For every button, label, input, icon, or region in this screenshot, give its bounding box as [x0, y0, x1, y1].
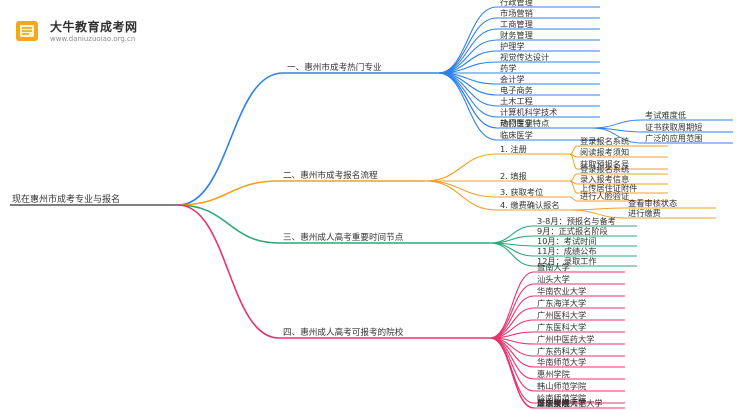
child-link	[424, 153, 498, 182]
child-label: 汕头大学	[537, 274, 570, 284]
grandchild-label: 上传居住证附件	[580, 183, 637, 193]
site-logo: 大牛教育成考网 www.daniuzuoiao.org.cn	[14, 16, 254, 50]
child-label: 12月：录取工作	[537, 256, 597, 266]
child-label: 护理学	[500, 41, 525, 51]
grandchild-label: 登录报名系统	[580, 164, 629, 174]
child-label: 广东海洋大学	[537, 298, 586, 308]
grandchild-link	[591, 127, 643, 144]
child-label: 视觉传达设计	[500, 52, 549, 62]
grandchild-link	[569, 209, 626, 219]
child-link	[424, 180, 498, 211]
child-label: 岭南师范学院	[537, 393, 586, 403]
child-label: 4. 缴费确认报名	[500, 200, 560, 210]
child-link	[489, 242, 535, 267]
logo-title: 大牛教育成考网	[50, 20, 138, 34]
child-label: 10月：考试时间	[537, 236, 597, 246]
child-link	[489, 271, 535, 339]
child-link	[489, 337, 535, 392]
child-label: 行政管理	[500, 0, 533, 7]
grandchild-label: 考试难度低	[645, 110, 686, 120]
child-label: 广东药科大学	[537, 346, 586, 356]
child-label: 动物医学	[500, 118, 533, 128]
logo-url: www.daniuzuoiao.org.cn	[50, 35, 136, 43]
child-link	[489, 307, 535, 339]
grandchild-label: 获取预报名号	[580, 159, 629, 169]
child-label: 临床医学	[500, 130, 533, 140]
child-link	[437, 72, 498, 118]
grandchild-label: 进行缴费	[628, 208, 661, 218]
branch-label: 四、惠州成人高考可报考的院校	[283, 326, 404, 338]
child-label: 3-8月：预报名与备考	[537, 216, 616, 226]
grandchild-link	[569, 173, 578, 182]
child-link	[437, 72, 498, 129]
root-label: 现在惠州市成考专业与报名	[12, 193, 120, 205]
grandchild-link	[569, 180, 578, 194]
grandchild-label: 录入报考信息	[580, 174, 629, 184]
branch-link	[177, 204, 280, 339]
grandchild-label: 进行人脸验证	[580, 191, 629, 201]
child-label: 广州医科大学	[537, 310, 586, 320]
branch-label: 一、惠州市成考热门专业	[287, 61, 382, 73]
child-link	[489, 225, 535, 244]
child-label: 2. 填报	[500, 171, 527, 181]
grandchild-label: 证书获取周期短	[645, 122, 702, 132]
child-link	[489, 295, 535, 339]
child-link	[489, 337, 535, 409]
branch-label: 二、惠州市成考报名流程	[283, 169, 378, 181]
grandchild-label: 广泛的应用范围	[645, 133, 702, 143]
child-label: 韩山师范学院	[537, 381, 586, 391]
grandchild-link	[569, 207, 626, 211]
grandchild-link	[569, 196, 578, 202]
child-label: 热门专业特点	[500, 118, 549, 128]
child-label: 华南农业大学	[537, 286, 586, 296]
child-link	[489, 283, 535, 339]
child-label: 3. 获取考位	[500, 187, 543, 197]
child-label: 惠州学院	[537, 369, 570, 379]
child-label: 电子商务	[500, 85, 533, 95]
child-label: 深圳大学	[537, 398, 570, 408]
child-label: 广州中医药大学	[537, 334, 594, 344]
grandchild-label: 查看审核状态	[628, 198, 677, 208]
branch-link	[177, 72, 284, 206]
child-label: 广东财经大学	[537, 398, 586, 408]
grandchild-link	[591, 119, 643, 129]
child-label: 11月：成绩公布	[537, 246, 597, 256]
branch-label: 三、惠州成人高考重要时间节点	[283, 231, 404, 243]
child-label: 土木工程	[500, 96, 533, 106]
child-label: 市场营销	[500, 8, 533, 18]
child-link	[489, 337, 535, 404]
child-label: 广东技术师范大学	[537, 398, 603, 408]
grandchild-label: 登录报名系统	[580, 136, 629, 146]
child-label: 计算机科学技术	[500, 107, 557, 117]
child-link	[437, 28, 498, 74]
child-label: 工商管理	[500, 19, 533, 29]
grandchild-label: 阅读报考须知	[580, 147, 629, 157]
child-link	[489, 337, 535, 368]
child-link	[424, 180, 498, 198]
branch-link	[177, 180, 280, 206]
branch-link	[177, 204, 280, 244]
child-label: 财务管理	[500, 30, 533, 40]
grandchild-link	[569, 145, 578, 155]
child-label: 广东医科大学	[537, 322, 586, 332]
child-label: 药学	[500, 63, 516, 73]
child-label: 华南师范大学	[537, 357, 586, 367]
child-label: 9月：正式报名阶段	[537, 226, 608, 236]
child-link	[437, 6, 498, 74]
grandchild-link	[569, 153, 578, 170]
child-link	[437, 72, 498, 141]
child-label: 1. 注册	[500, 144, 527, 154]
child-label: 肇庆学院	[537, 398, 570, 408]
child-label: 会计学	[500, 74, 525, 84]
child-label: 暨南大学	[537, 262, 570, 272]
book-logo-icon	[16, 21, 38, 41]
child-link	[437, 17, 498, 74]
child-label: 嘉应学院	[537, 398, 570, 408]
